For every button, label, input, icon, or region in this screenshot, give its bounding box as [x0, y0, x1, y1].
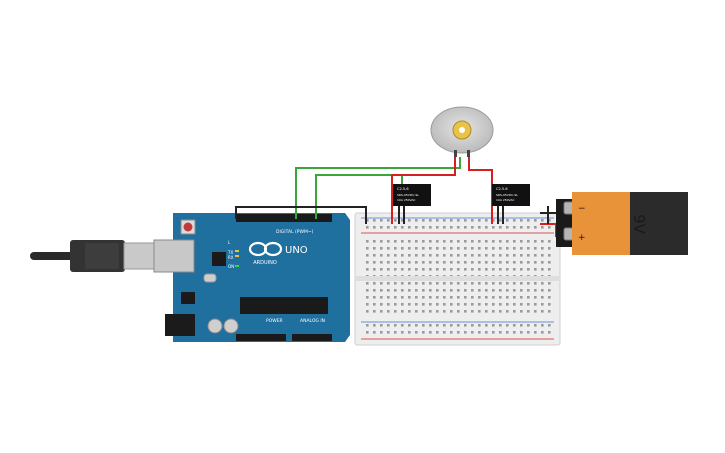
wire-green-to-relay-1[interactable] — [315, 174, 403, 219]
relay-1-label-mid: SRS-05VDC-SL — [397, 193, 419, 197]
atmega-chip — [240, 297, 328, 314]
analog-header-socket[interactable] — [292, 334, 332, 341]
relay-1-body — [393, 184, 431, 206]
relay-2-label-mid: SRS-05VDC-SL — [496, 193, 518, 197]
usb-cable[interactable] — [30, 240, 159, 272]
wire-green-to-motor[interactable] — [295, 157, 461, 219]
terminal-strip-bottom[interactable] — [362, 281, 552, 317]
breadboard-center-gap — [356, 276, 559, 281]
battery-dark-section — [630, 192, 688, 255]
usb-connector-metal — [123, 242, 159, 270]
motor-shaft — [459, 127, 465, 133]
battery-voltage-label: 9V — [630, 214, 648, 235]
relay-2-label-bot: 10A 250VAC — [496, 198, 515, 202]
relay-2-label-top: C2-5-6 — [496, 187, 508, 191]
bottom-power-rail-holes[interactable] — [362, 323, 552, 338]
wire-red-motor-to-relay-1[interactable] — [391, 157, 456, 224]
arduino-usb-port — [153, 239, 195, 273]
usb-chip — [212, 252, 226, 266]
battery-9v[interactable]: − + 9V — [556, 192, 688, 255]
usb-cable-wire — [30, 252, 80, 260]
battery-plus-label: + — [578, 233, 586, 243]
digital-header-label: DIGITAL (PWM~) — [276, 229, 314, 235]
arduino-uno-board[interactable]: ARDUINO UNO DIGITAL (PWM~) POWER ANALOG … — [153, 213, 350, 342]
analog-label: ANALOG IN — [300, 318, 325, 324]
relay-1-label-bot: 10A 250VAC — [397, 198, 416, 202]
digital-header-pins[interactable] — [237, 215, 331, 221]
arduino-logo: ARDUINO UNO — [248, 241, 308, 266]
relay-2-body — [492, 184, 530, 206]
tx-led-label: TX — [227, 250, 233, 255]
motor-terminal-right — [467, 150, 470, 157]
on-led — [235, 265, 239, 267]
wire-black-gnd[interactable] — [235, 206, 367, 224]
breadboard[interactable] — [354, 212, 561, 346]
rx-led — [235, 255, 239, 257]
power-label: POWER — [266, 318, 283, 324]
power-header-socket[interactable] — [236, 334, 286, 341]
usb-plug-grip — [85, 243, 119, 269]
reset-button[interactable] — [183, 222, 193, 232]
capacitor-1 — [207, 318, 223, 334]
relay-1[interactable]: C2-5-6 SRS-05VDC-SL 10A 250VAC — [393, 184, 431, 206]
crystal-oscillator — [203, 273, 217, 283]
battery-orange-section — [572, 192, 630, 255]
l-led-label: L — [228, 240, 231, 245]
on-led-label: ON — [228, 264, 234, 269]
battery-minus-label: − — [578, 204, 586, 214]
arduino-model-text: UNO — [285, 245, 308, 256]
motor-terminal-left — [454, 150, 457, 157]
top-power-rail-holes[interactable] — [362, 219, 552, 232]
arduino-dc-jack — [165, 314, 195, 336]
terminal-strip-top[interactable] — [362, 240, 552, 276]
icsp-header — [181, 292, 195, 304]
rx-led-label: RX — [228, 255, 234, 260]
arduino-brand-text: ARDUINO — [253, 260, 277, 266]
relay-2[interactable]: C2-5-6 SRS-05VDC-SL 10A 250VAC — [492, 184, 530, 206]
tx-led — [235, 250, 239, 252]
capacitor-2 — [223, 318, 239, 334]
dc-motor[interactable] — [430, 106, 494, 157]
relay-1-label-top: C2-5-6 — [397, 187, 409, 191]
